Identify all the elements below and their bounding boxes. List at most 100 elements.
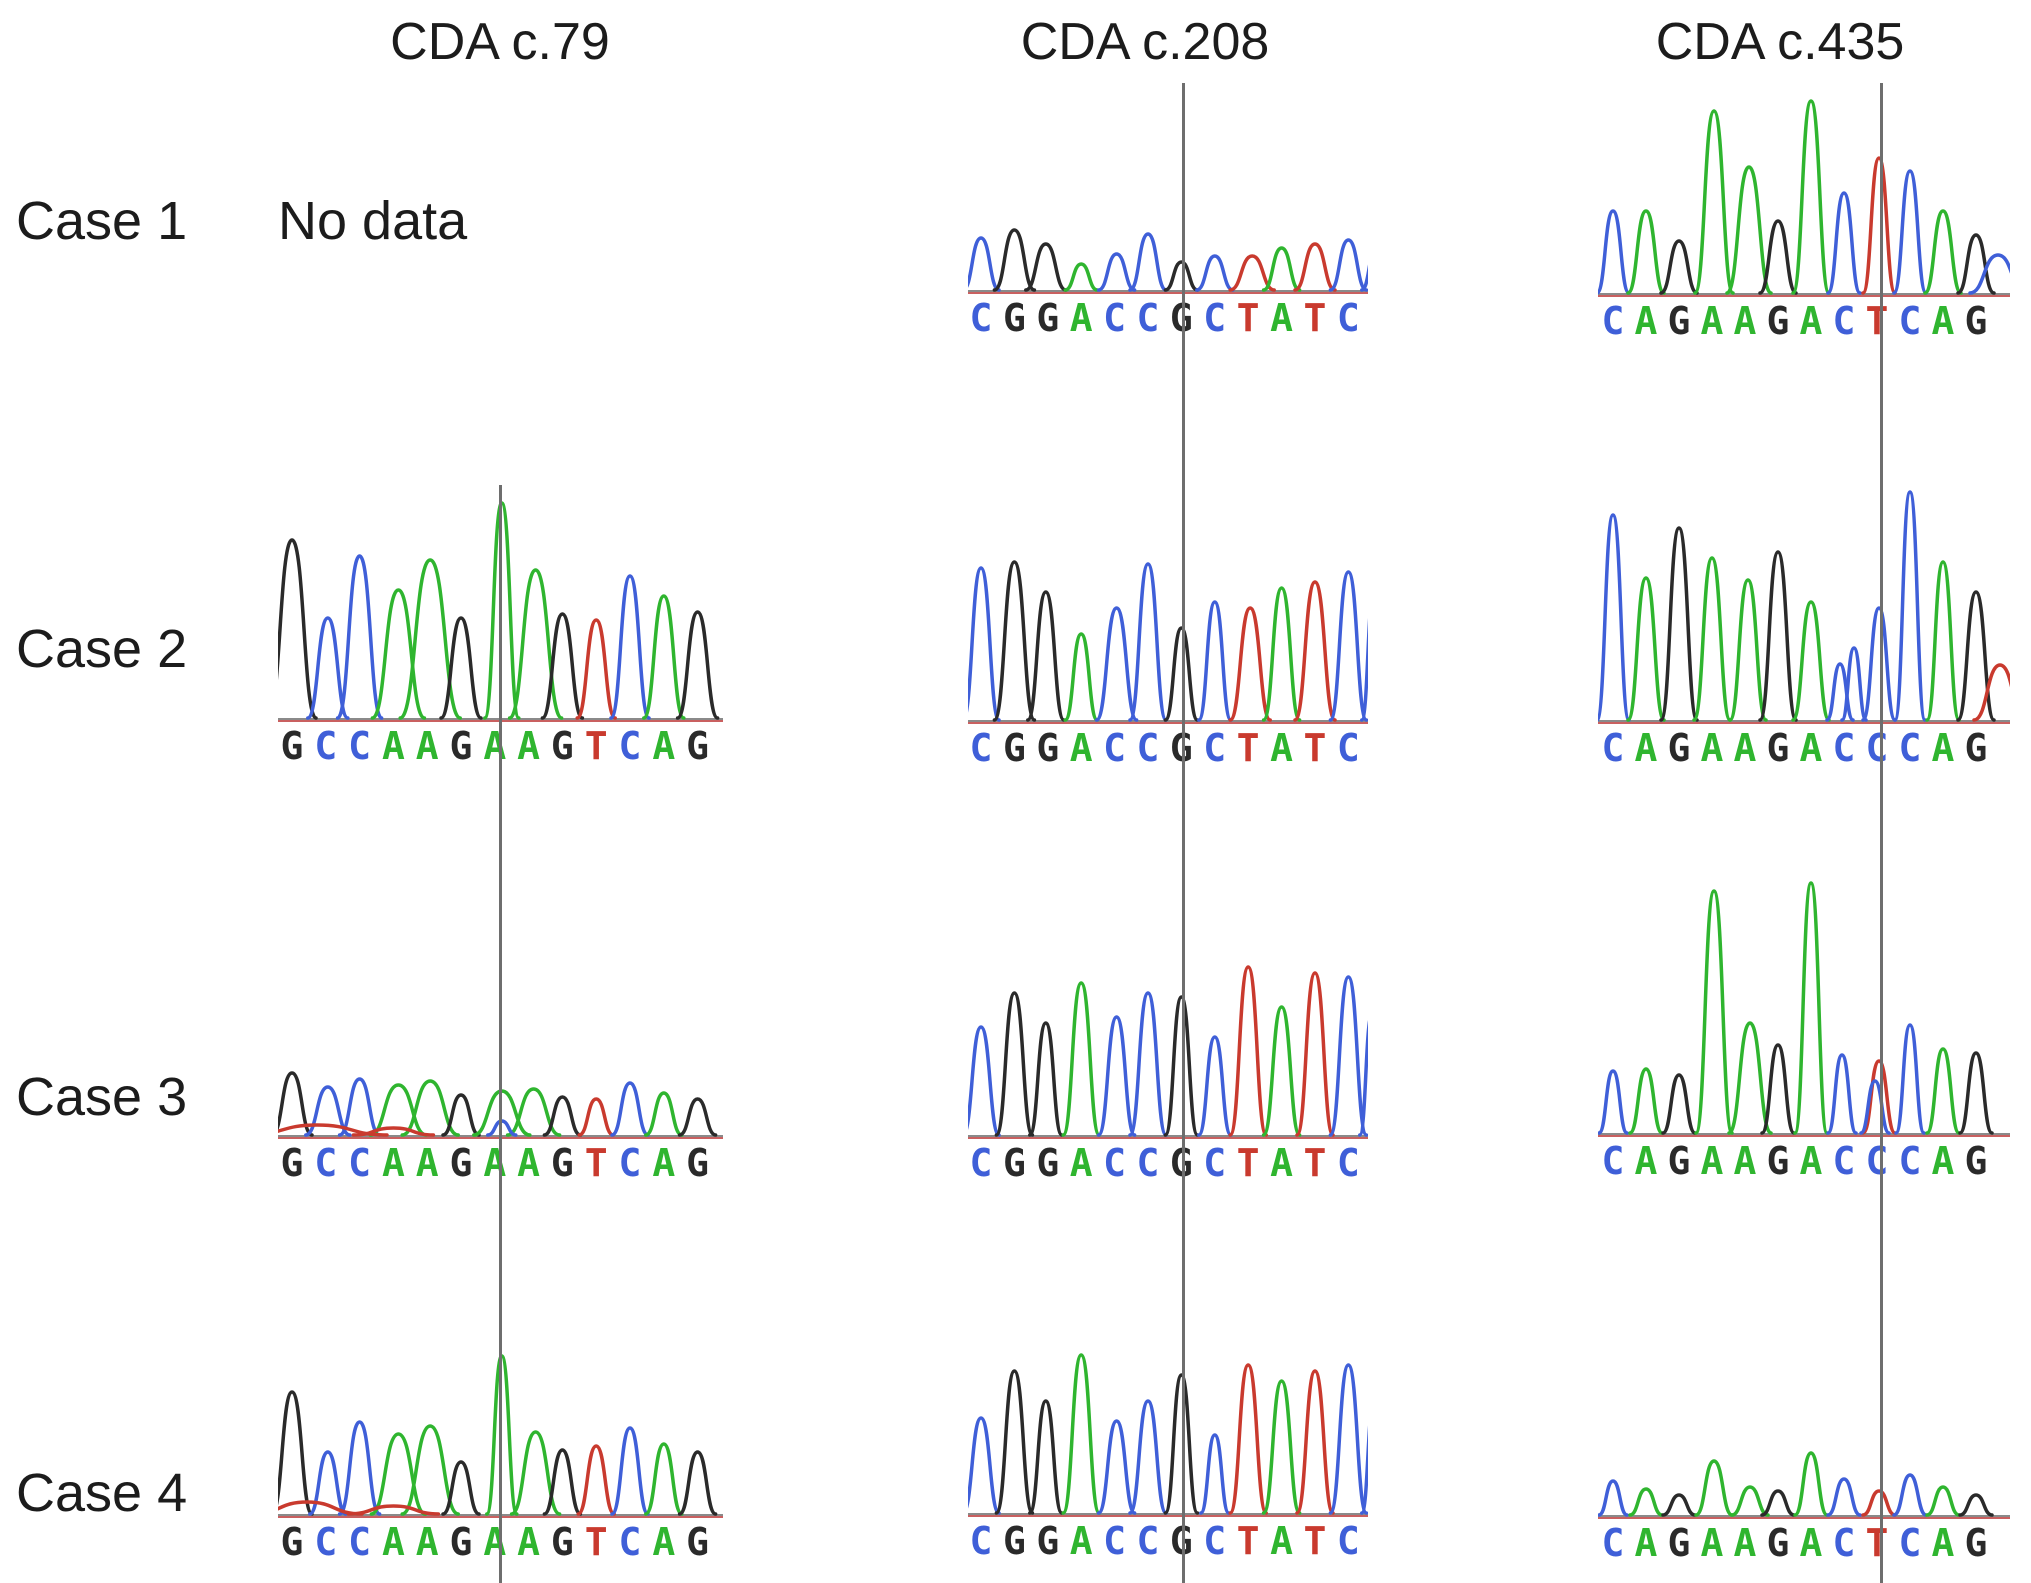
base-letter-G: G: [1766, 726, 1790, 770]
sequence-row-case3-c208: CGGACCGCTATC: [964, 1143, 1365, 1183]
base-letter-G: G: [1165, 1143, 1198, 1183]
peak-C: [1859, 1079, 1891, 1135]
base-letter-T: T: [1303, 1141, 1327, 1185]
base-letter-C: C: [314, 1141, 338, 1185]
base-letter-C: C: [1865, 726, 1889, 770]
peak-A: [1693, 109, 1735, 295]
base-letter-T: T: [1865, 1521, 1889, 1565]
base-letter-G: G: [550, 724, 574, 768]
peak-C: [1968, 253, 2010, 295]
base-letter-C: C: [1832, 299, 1856, 343]
base-letter-G: G: [1667, 726, 1691, 770]
peak-T: [1972, 663, 2010, 722]
peak-T: [577, 1097, 615, 1137]
peak-A: [1061, 1353, 1101, 1515]
base-letter-G: G: [449, 1141, 473, 1185]
base-letter-A: A: [415, 1520, 439, 1564]
peak-G: [677, 1450, 718, 1516]
base-letter-C: C: [1103, 726, 1126, 770]
row-label-case1: Case 1: [16, 191, 188, 251]
base-letter-T: T: [584, 1141, 608, 1185]
peak-G: [1026, 590, 1066, 722]
peak-A: [1925, 1047, 1961, 1135]
base-letter-A: A: [1270, 726, 1293, 770]
base-letter-A: A: [1733, 1139, 1757, 1183]
peak-G: [1758, 550, 1798, 722]
base-letter-T: T: [1236, 1141, 1260, 1185]
peak-T: [1295, 1369, 1335, 1515]
marker-line: [1879, 83, 1883, 1583]
base-letter-A: A: [381, 1520, 405, 1564]
peak-G: [540, 612, 585, 720]
base-letter-A: A: [1931, 1521, 1955, 1565]
peak-C: [1825, 662, 1855, 722]
peak-T: [1293, 580, 1337, 722]
chromatogram-trace-case3-c208: [968, 965, 1368, 1139]
peak-C: [337, 1077, 382, 1137]
peak-T: [346, 1504, 441, 1516]
base-letter-C: C: [1336, 1141, 1360, 1185]
peak-G: [1028, 1021, 1064, 1137]
peak-C: [1894, 1023, 1926, 1135]
peak-A: [1063, 262, 1099, 292]
peak-A: [369, 1432, 428, 1516]
peak-G: [278, 1390, 314, 1516]
peak-G: [992, 228, 1037, 292]
base-letter-G: G: [1667, 299, 1691, 343]
peak-G: [1661, 1493, 1697, 1517]
base-letter-G: G: [280, 1520, 304, 1564]
base-letter-A: A: [381, 1141, 405, 1185]
base-letter-C: C: [1136, 1141, 1160, 1185]
peak-T: [1861, 156, 1897, 295]
base-letter-C: C: [348, 1520, 372, 1564]
base-letter-C: C: [1601, 299, 1625, 343]
base-letter-C: C: [1103, 1519, 1126, 1563]
base-letter-C: C: [1336, 726, 1360, 770]
peak-A: [1730, 1485, 1770, 1517]
base-letter-A: A: [1270, 1141, 1293, 1185]
peak-G: [1956, 590, 1996, 722]
base-letter-A: A: [1733, 299, 1757, 343]
peak-A: [370, 588, 427, 720]
peak-T: [1293, 242, 1337, 292]
peak-A: [1628, 1067, 1664, 1135]
peak-T: [1228, 606, 1272, 722]
peak-T: [1228, 1363, 1268, 1515]
peak-G: [278, 1071, 314, 1137]
peak-C: [1826, 191, 1862, 295]
base-letter-A: A: [483, 724, 507, 768]
chromatogram-trace-case2-c208: [968, 560, 1368, 724]
base-letter-T: T: [1865, 299, 1889, 343]
base-letter-A: A: [1634, 299, 1658, 343]
peak-C: [1328, 975, 1368, 1137]
peak-T: [1295, 971, 1335, 1137]
base-letter-C: C: [969, 726, 993, 770]
row-label-case2: Case 2: [16, 619, 188, 679]
base-letter-T: T: [1236, 1519, 1260, 1563]
chromatogram-trace-case2-c435: [1598, 490, 2010, 724]
peak-C: [1861, 606, 1897, 722]
peak-A: [483, 501, 521, 720]
base-letter-T: T: [1236, 296, 1260, 340]
peak-C: [1892, 1473, 1928, 1517]
peak-C: [1096, 1015, 1137, 1137]
base-letter-C: C: [348, 1141, 372, 1185]
base-letter-G: G: [1964, 1139, 1988, 1183]
peak-A: [509, 1430, 562, 1516]
peak-G: [441, 1460, 481, 1516]
peak-A: [1261, 586, 1302, 722]
base-letter-A: A: [483, 1520, 507, 1564]
base-letter-T: T: [584, 1520, 608, 1564]
base-letter-G: G: [1002, 296, 1026, 340]
base-letter-C: C: [618, 1141, 642, 1185]
base-letter-T: T: [1303, 296, 1327, 340]
peak-C: [1328, 1363, 1368, 1515]
base-letter-A: A: [1634, 726, 1658, 770]
base-letter-C: C: [618, 1520, 642, 1564]
peak-A: [1626, 576, 1666, 722]
base-letter-C: C: [314, 724, 338, 768]
peak-C: [968, 1416, 1001, 1515]
base-letter-G: G: [1002, 726, 1026, 770]
